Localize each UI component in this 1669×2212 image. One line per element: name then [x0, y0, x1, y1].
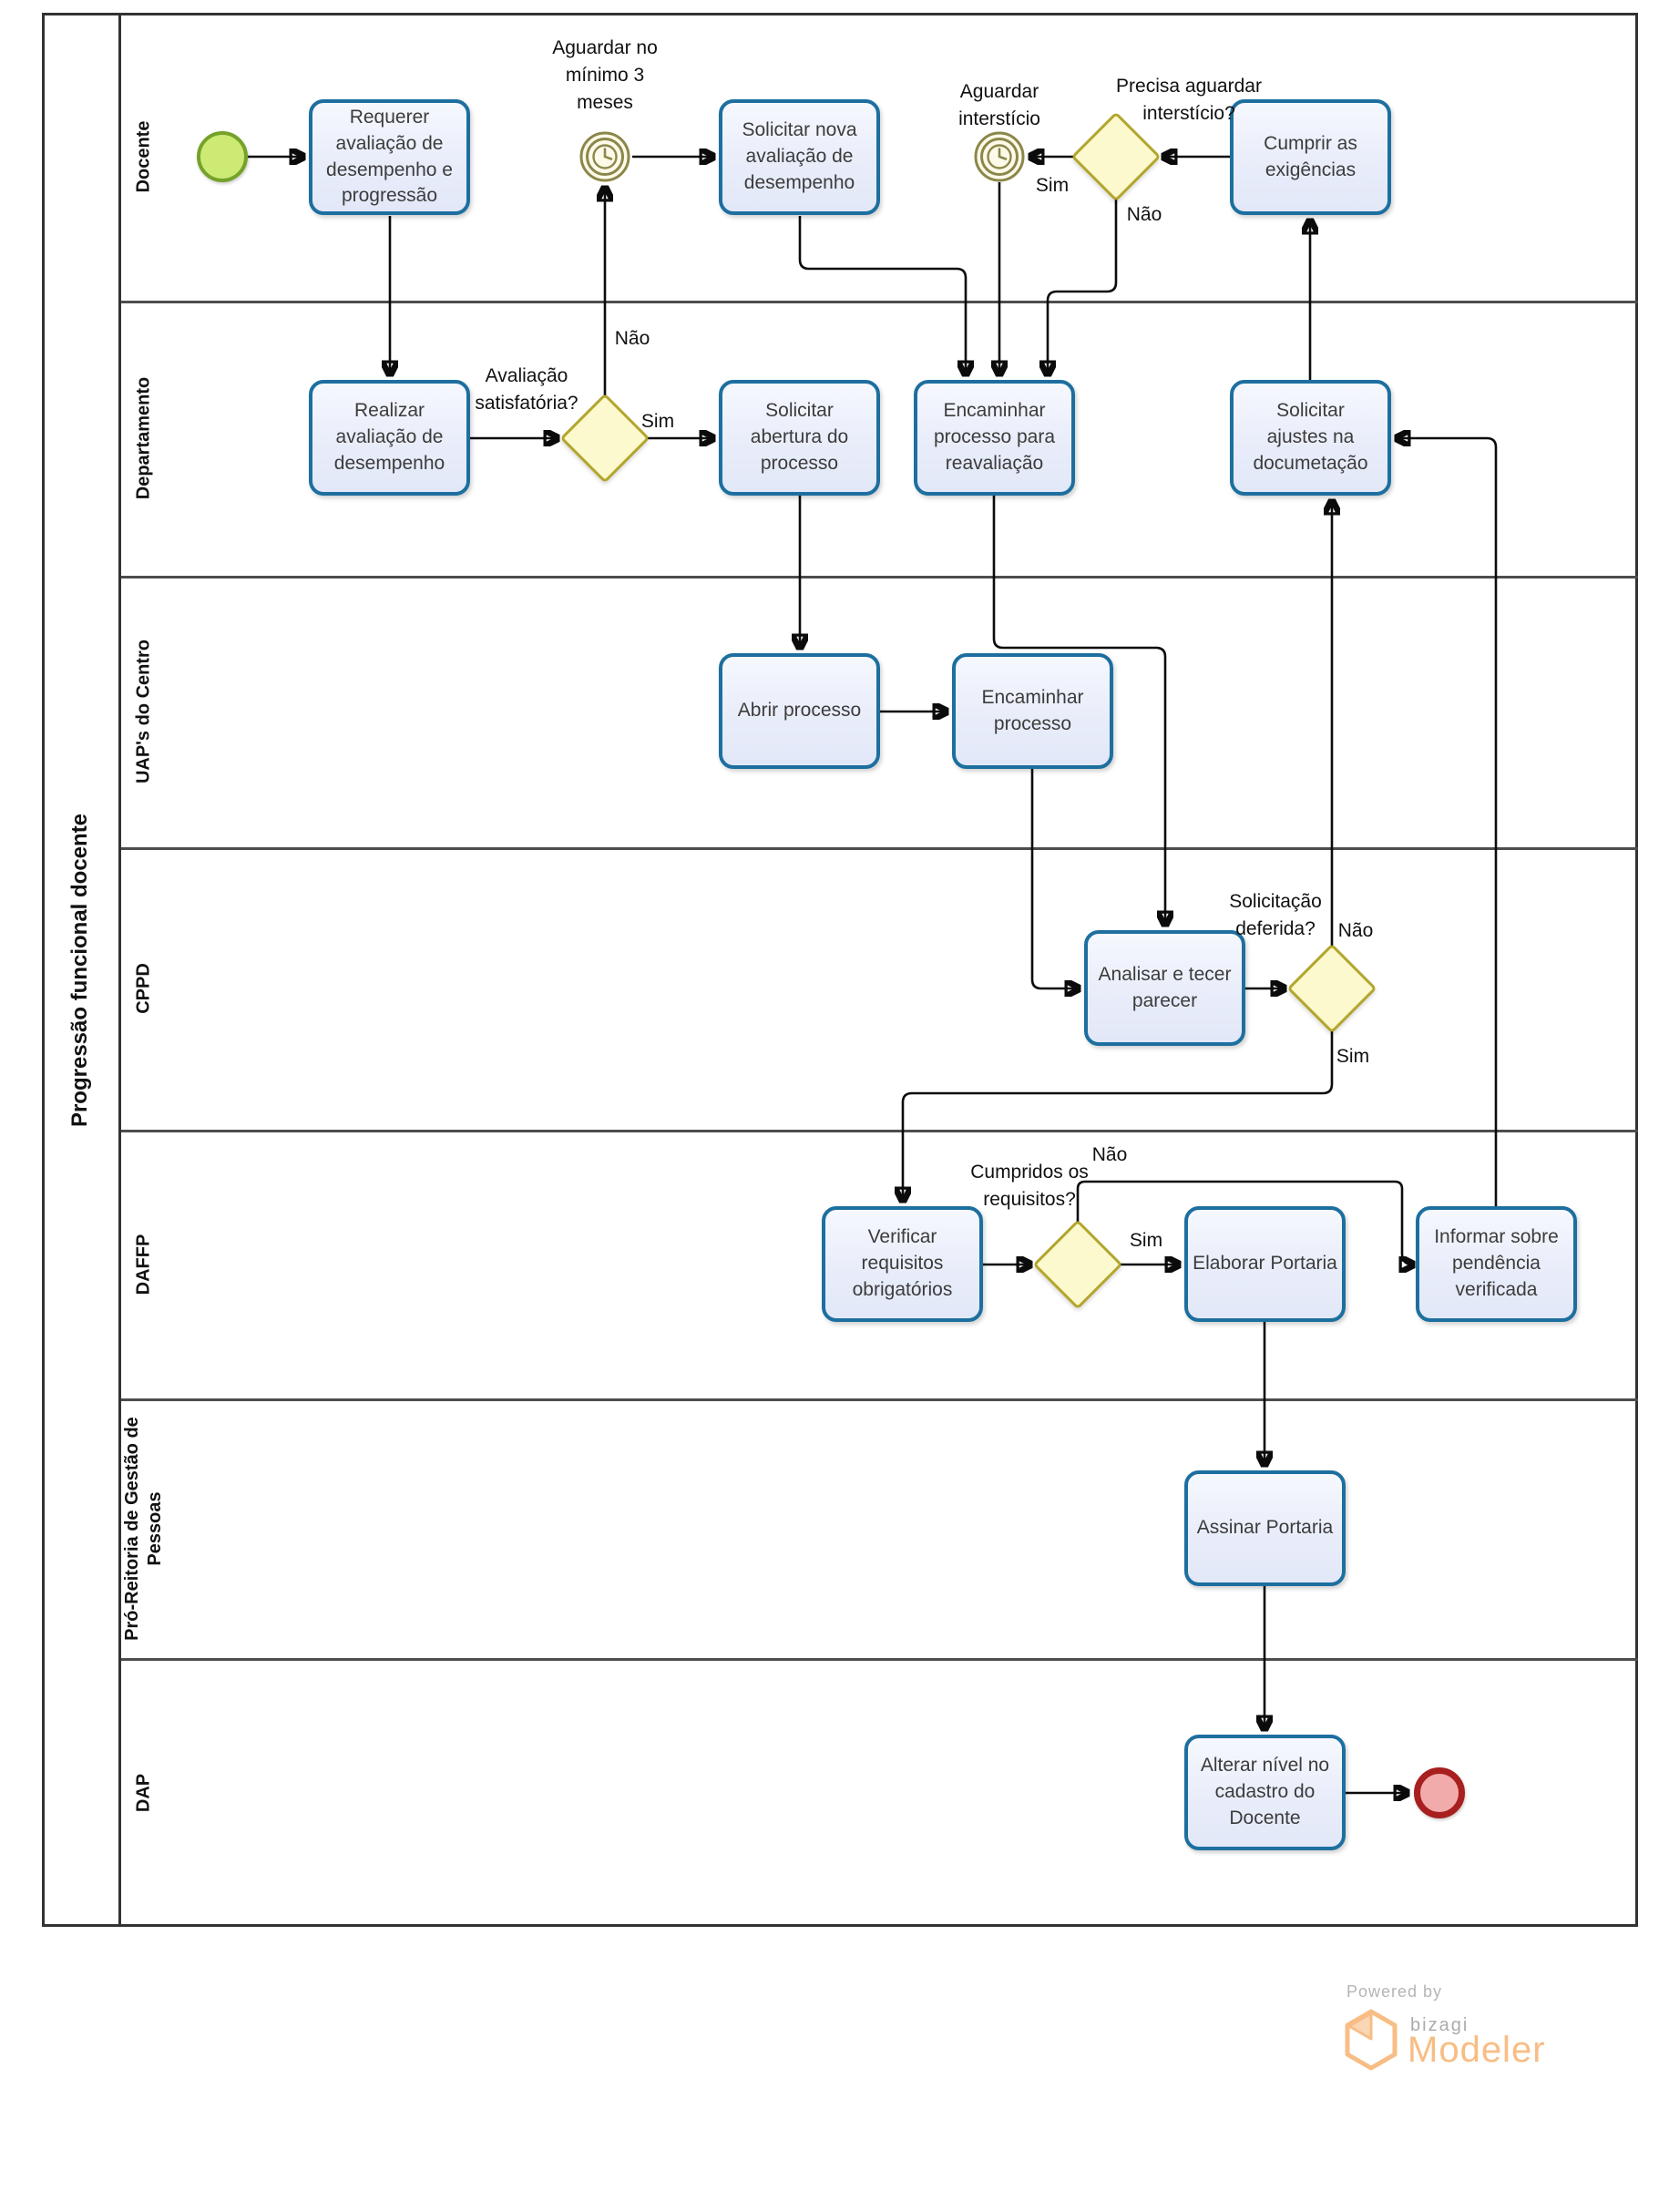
bizagi-brand-text: bizagi: [1410, 2015, 1469, 2035]
flow-encaminhar-to-analisar: [1030, 769, 1079, 988]
flow-label-g2-nao: Não: [1126, 204, 1162, 225]
timer-event-3-meses[interactable]: [578, 129, 632, 184]
gateway-label-solicitacao: Solicitação deferida?: [1229, 891, 1322, 939]
task-solicitar-nova-avaliacao[interactable]: Solicitar nova avaliação de desempenho: [719, 99, 880, 215]
flow-label-g3-sim: Sim: [1336, 1046, 1370, 1067]
flow-solicitar-nova-to-reavaliacao: [798, 216, 966, 374]
flow-label-g3-nao: Não: [1337, 920, 1374, 941]
task-elaborar-portaria[interactable]: Elaborar Portaria: [1184, 1206, 1346, 1322]
timer-icon: [579, 131, 630, 182]
task-cumprir-exigencias[interactable]: Cumprir as exigências: [1230, 99, 1391, 215]
task-requerer-avaliacao[interactable]: Requerer avaliação de desempenho e progr…: [309, 99, 470, 215]
timer-label-3-meses: Aguardar no mínimo 3 meses: [552, 37, 658, 113]
timer-icon: [974, 131, 1025, 182]
lane-separator: [121, 1398, 1638, 1401]
diamond-shape: [1032, 1219, 1123, 1310]
flow-informar-to-ajustes: [1397, 438, 1498, 1206]
task-solicitar-abertura[interactable]: Solicitar abertura do processo: [719, 380, 880, 496]
timer-label-intersticio: Aguardar interstício: [958, 81, 1040, 129]
gateway-label-avaliacao: Avaliação satisfatória?: [475, 365, 579, 414]
task-encaminhar-reavaliacao[interactable]: Encaminhar processo para reavaliação: [914, 380, 1075, 496]
task-analisar-parecer[interactable]: Analisar e tecer parecer: [1084, 930, 1245, 1046]
flow-label-g2-sim: Sim: [1035, 175, 1070, 196]
flow-label-g1-sim: Sim: [640, 411, 675, 432]
task-solicitar-ajustes[interactable]: Solicitar ajustes na documetação: [1230, 380, 1391, 496]
lane-separator: [121, 576, 1638, 579]
task-realizar-avaliacao[interactable]: Realizar avaliação de desempenho: [309, 380, 470, 496]
gateway-cumpridos-requisitos[interactable]: [1032, 1219, 1123, 1310]
task-informar-pendencia[interactable]: Informar sobre pendência verificada: [1416, 1206, 1577, 1322]
flow-label-g4-nao: Não: [1091, 1144, 1128, 1165]
gateway-label-cumpridos: Cumpridos os requisitos?: [970, 1162, 1089, 1210]
task-encaminhar-processo[interactable]: Encaminhar processo: [952, 653, 1113, 769]
powered-by-text: Powered by: [1346, 1982, 1443, 2001]
modeler-product-text: Modeler: [1408, 2030, 1546, 2070]
gateway-solicitacao-deferida[interactable]: [1286, 943, 1377, 1034]
task-verificar-requisitos[interactable]: Verificar requisitos obrigatórios: [822, 1206, 983, 1322]
end-event[interactable]: [1414, 1767, 1465, 1818]
lane-separator: [121, 1658, 1638, 1661]
lane-separator: [121, 301, 1638, 303]
flow-g3-sim-to-verificar: [903, 1030, 1334, 1201]
pool-frame: [42, 13, 1638, 1927]
flow-label-g4-sim: Sim: [1129, 1230, 1163, 1251]
flow-label-g1-nao: Não: [614, 328, 650, 349]
task-assinar-portaria[interactable]: Assinar Portaria: [1184, 1470, 1346, 1586]
gateway-label-precisa-aguardar: Precisa aguardar interstício?: [1116, 76, 1262, 124]
bizagi-hexagon-icon: [1343, 2008, 1399, 2076]
start-event[interactable]: [197, 131, 248, 182]
flow-reavaliacao-to-analisar: [992, 496, 1165, 925]
lane-separator: [121, 1130, 1638, 1132]
lane-separator: [121, 847, 1638, 850]
pool-title-separator: [118, 13, 121, 1927]
task-abrir-processo[interactable]: Abrir processo: [719, 653, 880, 769]
flow-g2-nao-to-reavaliacao: [1048, 199, 1118, 374]
timer-event-intersticio[interactable]: [972, 129, 1027, 184]
flow-g4-nao-to-informar: [1076, 1180, 1413, 1265]
diamond-shape: [1286, 943, 1377, 1034]
task-alterar-nivel[interactable]: Alterar nível no cadastro do Docente: [1184, 1735, 1346, 1850]
